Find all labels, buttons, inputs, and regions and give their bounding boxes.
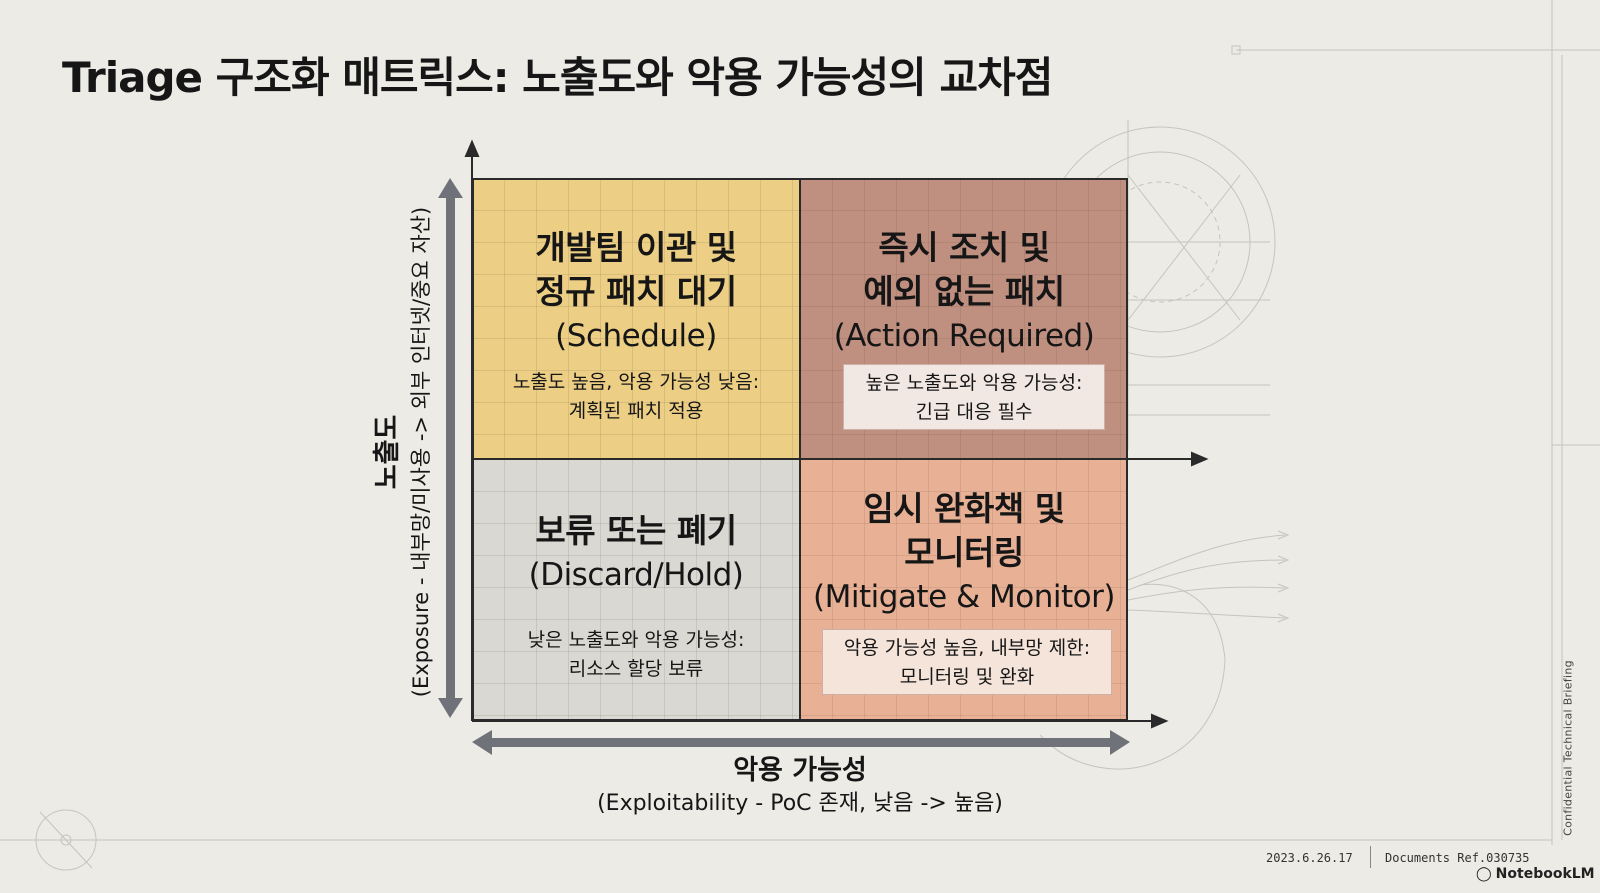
y-range-arrow-bottom [438,698,463,718]
quadrant-discard-hold: 보류 또는 폐기 (Discard/Hold) 낮은 노출도와 악용 가능성: … [472,459,800,721]
quadrant-english-label: (Schedule) [555,318,717,354]
quadrant-english-label: (Mitigate & Monitor) [813,579,1115,615]
page-title: Triage 구조화 매트릭스: 노출도와 악용 가능성의 교차점 [62,53,1053,102]
x-axis-subtitle: (Exploitability - PoC 존재, 낮음 -> 높음) [597,791,1003,816]
footer-reference: Documents Ref.030735 [1385,851,1530,865]
quadrant-desc-line1: 노출도 높음, 악용 가능성 낮음: [512,371,760,393]
notebooklm-icon: ◯ [1476,866,1492,882]
quadrant-desc-line1: 악용 가능성 높음, 내부망 제한: [843,637,1091,659]
quadrant-desc-line1: 높은 노출도와 악용 가능성: [865,372,1083,394]
quadrant-heading-line1: 임시 완화책 및 [863,489,1065,528]
quadrant-divider-horizontal [472,458,1128,460]
footer-separator [1370,846,1371,868]
quadrant-desc-box: 높은 노출도와 악용 가능성: 긴급 대응 필수 [843,364,1105,430]
brand-logo: ◯NotebookLM [1476,866,1595,882]
x-range-arrow-right [1110,730,1130,755]
footer-date: 2023.6.26.17 [1266,851,1353,865]
quadrant-heading-line1: 즉시 조치 및 [878,228,1050,267]
quadrant-desc-line2: 리소스 할당 보류 [568,658,704,680]
y-range-arrow-top [438,178,463,198]
side-confidential-label: Confidential Technical Briefing [1561,660,1575,836]
quadrant-mitigate-monitor: 임시 완화책 및 모니터링 (Mitigate & Monitor) 악용 가능… [800,459,1128,721]
quadrant-heading-line2: 모니터링 [904,533,1024,572]
y-axis-title: 노출도 [372,414,403,490]
y-axis-subtitle: (Exposure - 내부망/미사용 -> 외부 인터넷/중요 자산) [409,206,433,698]
x-axis-arrowhead [1151,713,1169,729]
x-axis-title: 악용 가능성 [733,755,867,786]
quadrant-heading-line1: 개발팀 이관 및 [535,228,737,267]
y-axis-label: 노출도 (Exposure - 내부망/미사용 -> 외부 인터넷/중요 자산) [371,182,445,722]
quadrant-schedule: 개발팀 이관 및 정규 패치 대기 (Schedule) 노출도 높음, 악용 … [472,178,800,459]
x-axis-label: 악용 가능성 (Exploitability - PoC 존재, 낮음 -> 높… [560,754,1040,820]
brand-name: NotebookLM [1495,866,1595,882]
mid-axis-arrowhead [1191,451,1209,467]
y-axis-arrowhead [464,139,480,157]
quadrant-desc-line2: 긴급 대응 필수 [915,401,1033,423]
quadrant-divider-vertical [799,178,801,721]
quadrant-heading-line1: 보류 또는 폐기 [535,511,737,550]
quadrant-desc-box: 악용 가능성 높음, 내부망 제한: 모니터링 및 완화 [822,629,1112,695]
quadrant-action-required: 즉시 조치 및 예외 없는 패치 (Action Required) 높은 노출… [800,178,1128,459]
quadrant-desc-line1: 낮은 노출도와 악용 가능성: [527,629,745,651]
y-range-bar [446,192,455,702]
x-range-arrow-left [472,730,492,755]
quadrant-english-label: (Discard/Hold) [528,557,744,593]
x-range-bar [486,738,1116,747]
quadrant-desc-line2: 계획된 패치 적용 [568,400,704,422]
quadrant-desc-line2: 모니터링 및 완화 [899,666,1035,688]
quadrant-english-label: (Action Required) [833,318,1095,354]
quadrant-heading-line2: 정규 패치 대기 [535,272,737,311]
quadrant-heading-line2: 예외 없는 패치 [863,272,1065,311]
